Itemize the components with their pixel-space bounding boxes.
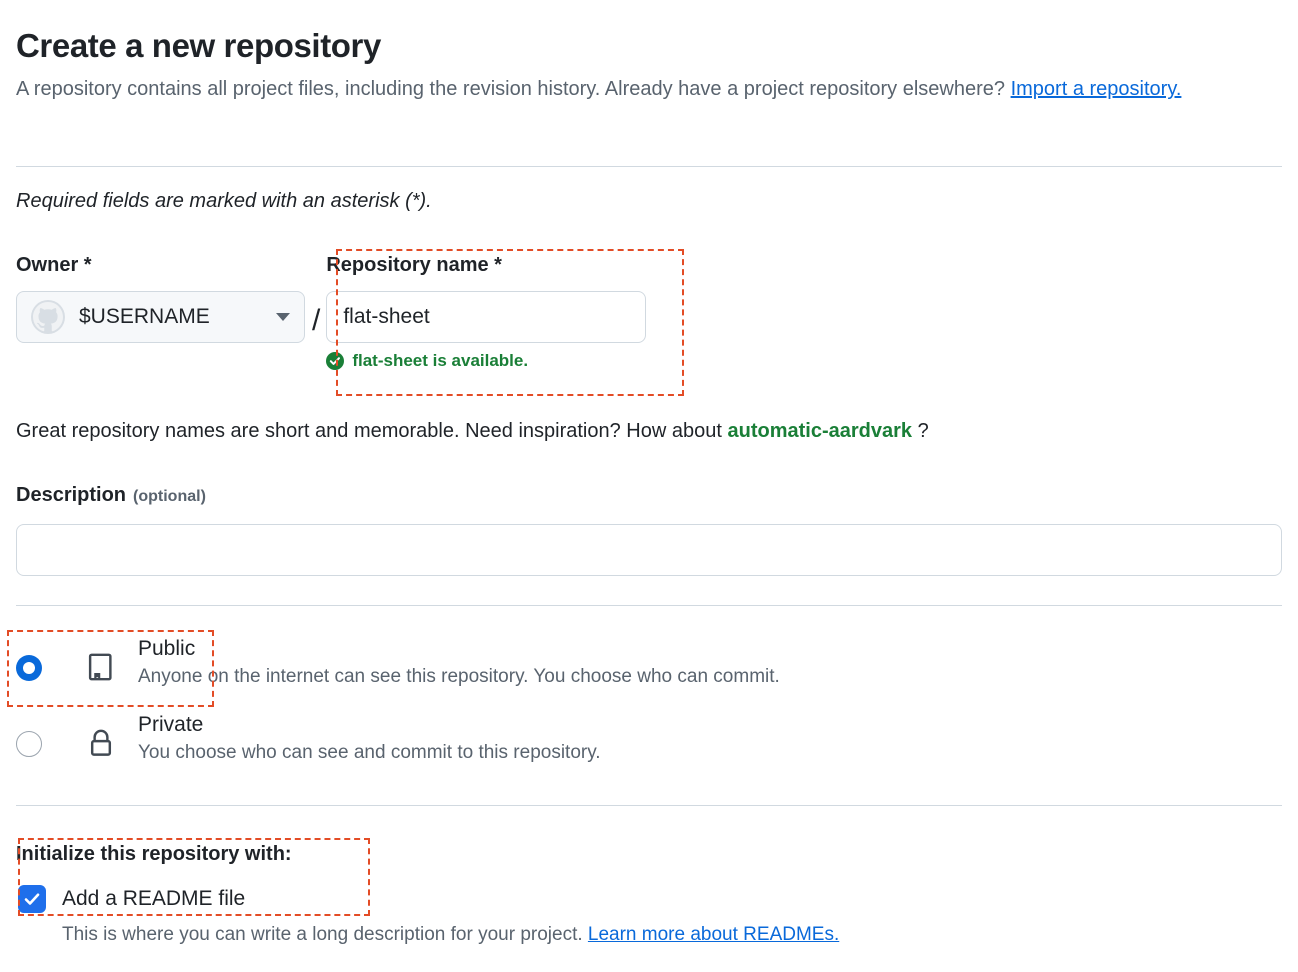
availability-status: flat-sheet is available.: [326, 351, 656, 371]
description-label-group: Description (optional): [16, 484, 206, 507]
required-fields-note: Required fields are marked with an aster…: [16, 190, 432, 212]
visibility-private-title: Private: [138, 712, 204, 736]
add-readme-hint-text: This is where you can write a long descr…: [62, 924, 588, 945]
visibility-public-description: Anyone on the internet can see this repo…: [138, 666, 780, 688]
learn-more-readmes-link[interactable]: Learn more about READMEs.: [587, 924, 840, 945]
suggestion-prefix: Great repository names are short and mem…: [16, 420, 728, 442]
import-repository-link[interactable]: Import a repository.: [1010, 78, 1182, 101]
owner-name-value: $USERNAME: [79, 305, 210, 328]
repository-name-label: Repository name *: [326, 254, 502, 276]
chevron-down-icon[interactable]: [276, 313, 290, 321]
name-suggestion-line: Great repository names are short and mem…: [16, 420, 929, 443]
description-label: Description: [16, 484, 127, 506]
owner-field: Owner * $USERNAME: [16, 255, 306, 343]
divider-middle: [16, 605, 1282, 606]
visibility-public-text: Public Anyone on the internet can see th…: [138, 636, 780, 690]
suggested-repository-name[interactable]: automatic-aardvark: [727, 420, 913, 442]
owner-name-separator: /: [312, 304, 321, 337]
visibility-option-private[interactable]: Private You choose who can see and commi…: [16, 712, 1016, 766]
description-optional-tag: (optional): [133, 488, 206, 505]
owner-and-name-row: Owner * $USERNAME / Repository name *: [16, 255, 656, 371]
github-octocat-icon: [31, 300, 65, 334]
availability-text: flat-sheet is available.: [352, 351, 529, 370]
repository-name-field: Repository name * flat-sheet is availabl…: [326, 255, 656, 371]
suggestion-suffix: ?: [912, 420, 929, 442]
radio-private[interactable]: [16, 730, 42, 757]
owner-select[interactable]: $USERNAME: [16, 291, 305, 343]
add-readme-row[interactable]: Add a README file: [18, 885, 245, 913]
book-icon: [86, 652, 120, 682]
initialize-section-title: Initialize this repository with:: [16, 843, 292, 865]
visibility-options: Public Anyone on the internet can see th…: [16, 636, 1016, 788]
divider-top: [16, 166, 1282, 167]
repository-name-input[interactable]: [326, 291, 647, 343]
add-readme-hint: This is where you can write a long descr…: [62, 924, 839, 946]
visibility-public-title: Public: [138, 637, 196, 660]
page-subtitle: A repository contains all project files,…: [16, 74, 1201, 104]
owner-label: Owner *: [16, 254, 92, 276]
visibility-private-description: You choose who can see and commit to thi…: [138, 742, 601, 764]
description-input[interactable]: [16, 524, 1282, 576]
lock-icon: [86, 728, 120, 758]
page-subtitle-text: A repository contains all project files,…: [16, 78, 1011, 101]
page-title: Create a new repository: [16, 27, 381, 64]
radio-public[interactable]: [16, 655, 42, 681]
visibility-option-public[interactable]: Public Anyone on the internet can see th…: [16, 636, 1016, 690]
check-circle-icon: [326, 352, 345, 370]
add-readme-label: Add a README file: [62, 887, 246, 910]
divider-lower: [16, 805, 1282, 806]
visibility-private-text: Private You choose who can see and commi…: [138, 712, 601, 766]
checkbox-add-readme[interactable]: [18, 885, 46, 913]
